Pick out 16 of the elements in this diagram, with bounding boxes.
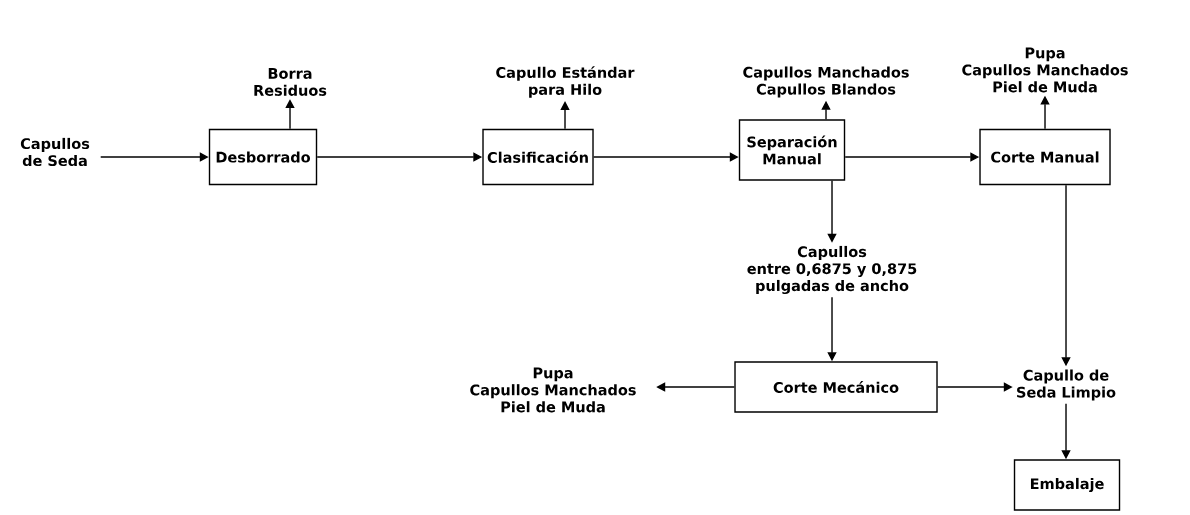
process-box: Corte Mecánico xyxy=(734,361,938,413)
flow-label: Pupa Capullos Manchados Piel de Muda xyxy=(470,367,636,413)
process-box: Separación Manual xyxy=(738,119,846,181)
arrow xyxy=(285,99,295,130)
arrow xyxy=(560,101,570,130)
flow-label: Borra Residuos xyxy=(254,68,327,96)
flow-label: Capullos Manchados Capullos Blandos xyxy=(743,66,909,98)
flow-label: Capullo Estándar para Hilo xyxy=(496,66,635,98)
process-box: Clasificación xyxy=(482,128,594,186)
process-box: Desborrado xyxy=(208,128,318,186)
flow-label: Capullo de Seda Limpio xyxy=(1017,369,1116,401)
process-box: Corte Manual xyxy=(979,128,1111,186)
flow-label: Capullos de Seda xyxy=(20,137,90,167)
flow-label: Pupa Capullos Manchados Piel de Muda xyxy=(962,47,1128,93)
process-box: Embalaje xyxy=(1013,459,1121,511)
flow-label: Capullos entre 0,6875 y 0,875 pulgadas de ancho xyxy=(747,245,917,295)
